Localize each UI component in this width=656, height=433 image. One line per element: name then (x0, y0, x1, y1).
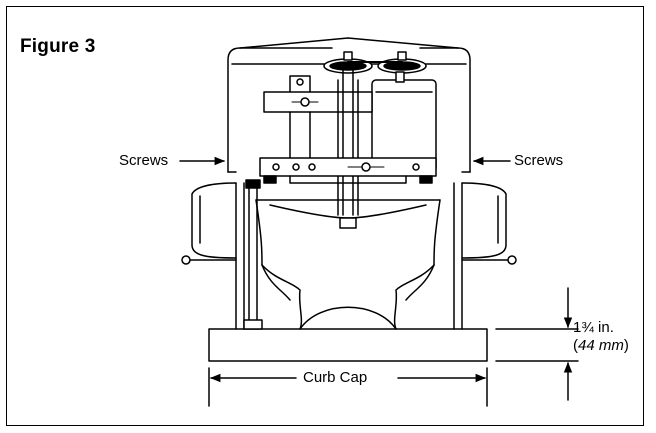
dimension-metric: 44 mm (578, 337, 624, 354)
screws-label-right: Screws (514, 152, 564, 169)
figure-title: Figure 3 (20, 36, 96, 57)
curb-cap-base (208, 328, 488, 362)
figure-frame (6, 6, 644, 426)
motor-mount-bracket (259, 65, 437, 216)
fan-housing (235, 182, 463, 330)
motor (371, 71, 437, 173)
dimension-label: 1¾ in. (44 mm) (573, 319, 629, 355)
dimension-imperial: 1¾ in. (573, 319, 614, 336)
height-dimension (495, 287, 579, 401)
mounting-bolt (243, 179, 263, 330)
pulleys (323, 51, 427, 74)
hood-right-side (461, 182, 517, 265)
screws-label-left: Screws (119, 152, 169, 169)
curb-cap-dimension (208, 367, 488, 407)
hood-left-side (181, 182, 237, 265)
curb-cap-label: Curb Cap (303, 369, 368, 386)
dimension-metric-row: (44 mm) (573, 337, 629, 354)
